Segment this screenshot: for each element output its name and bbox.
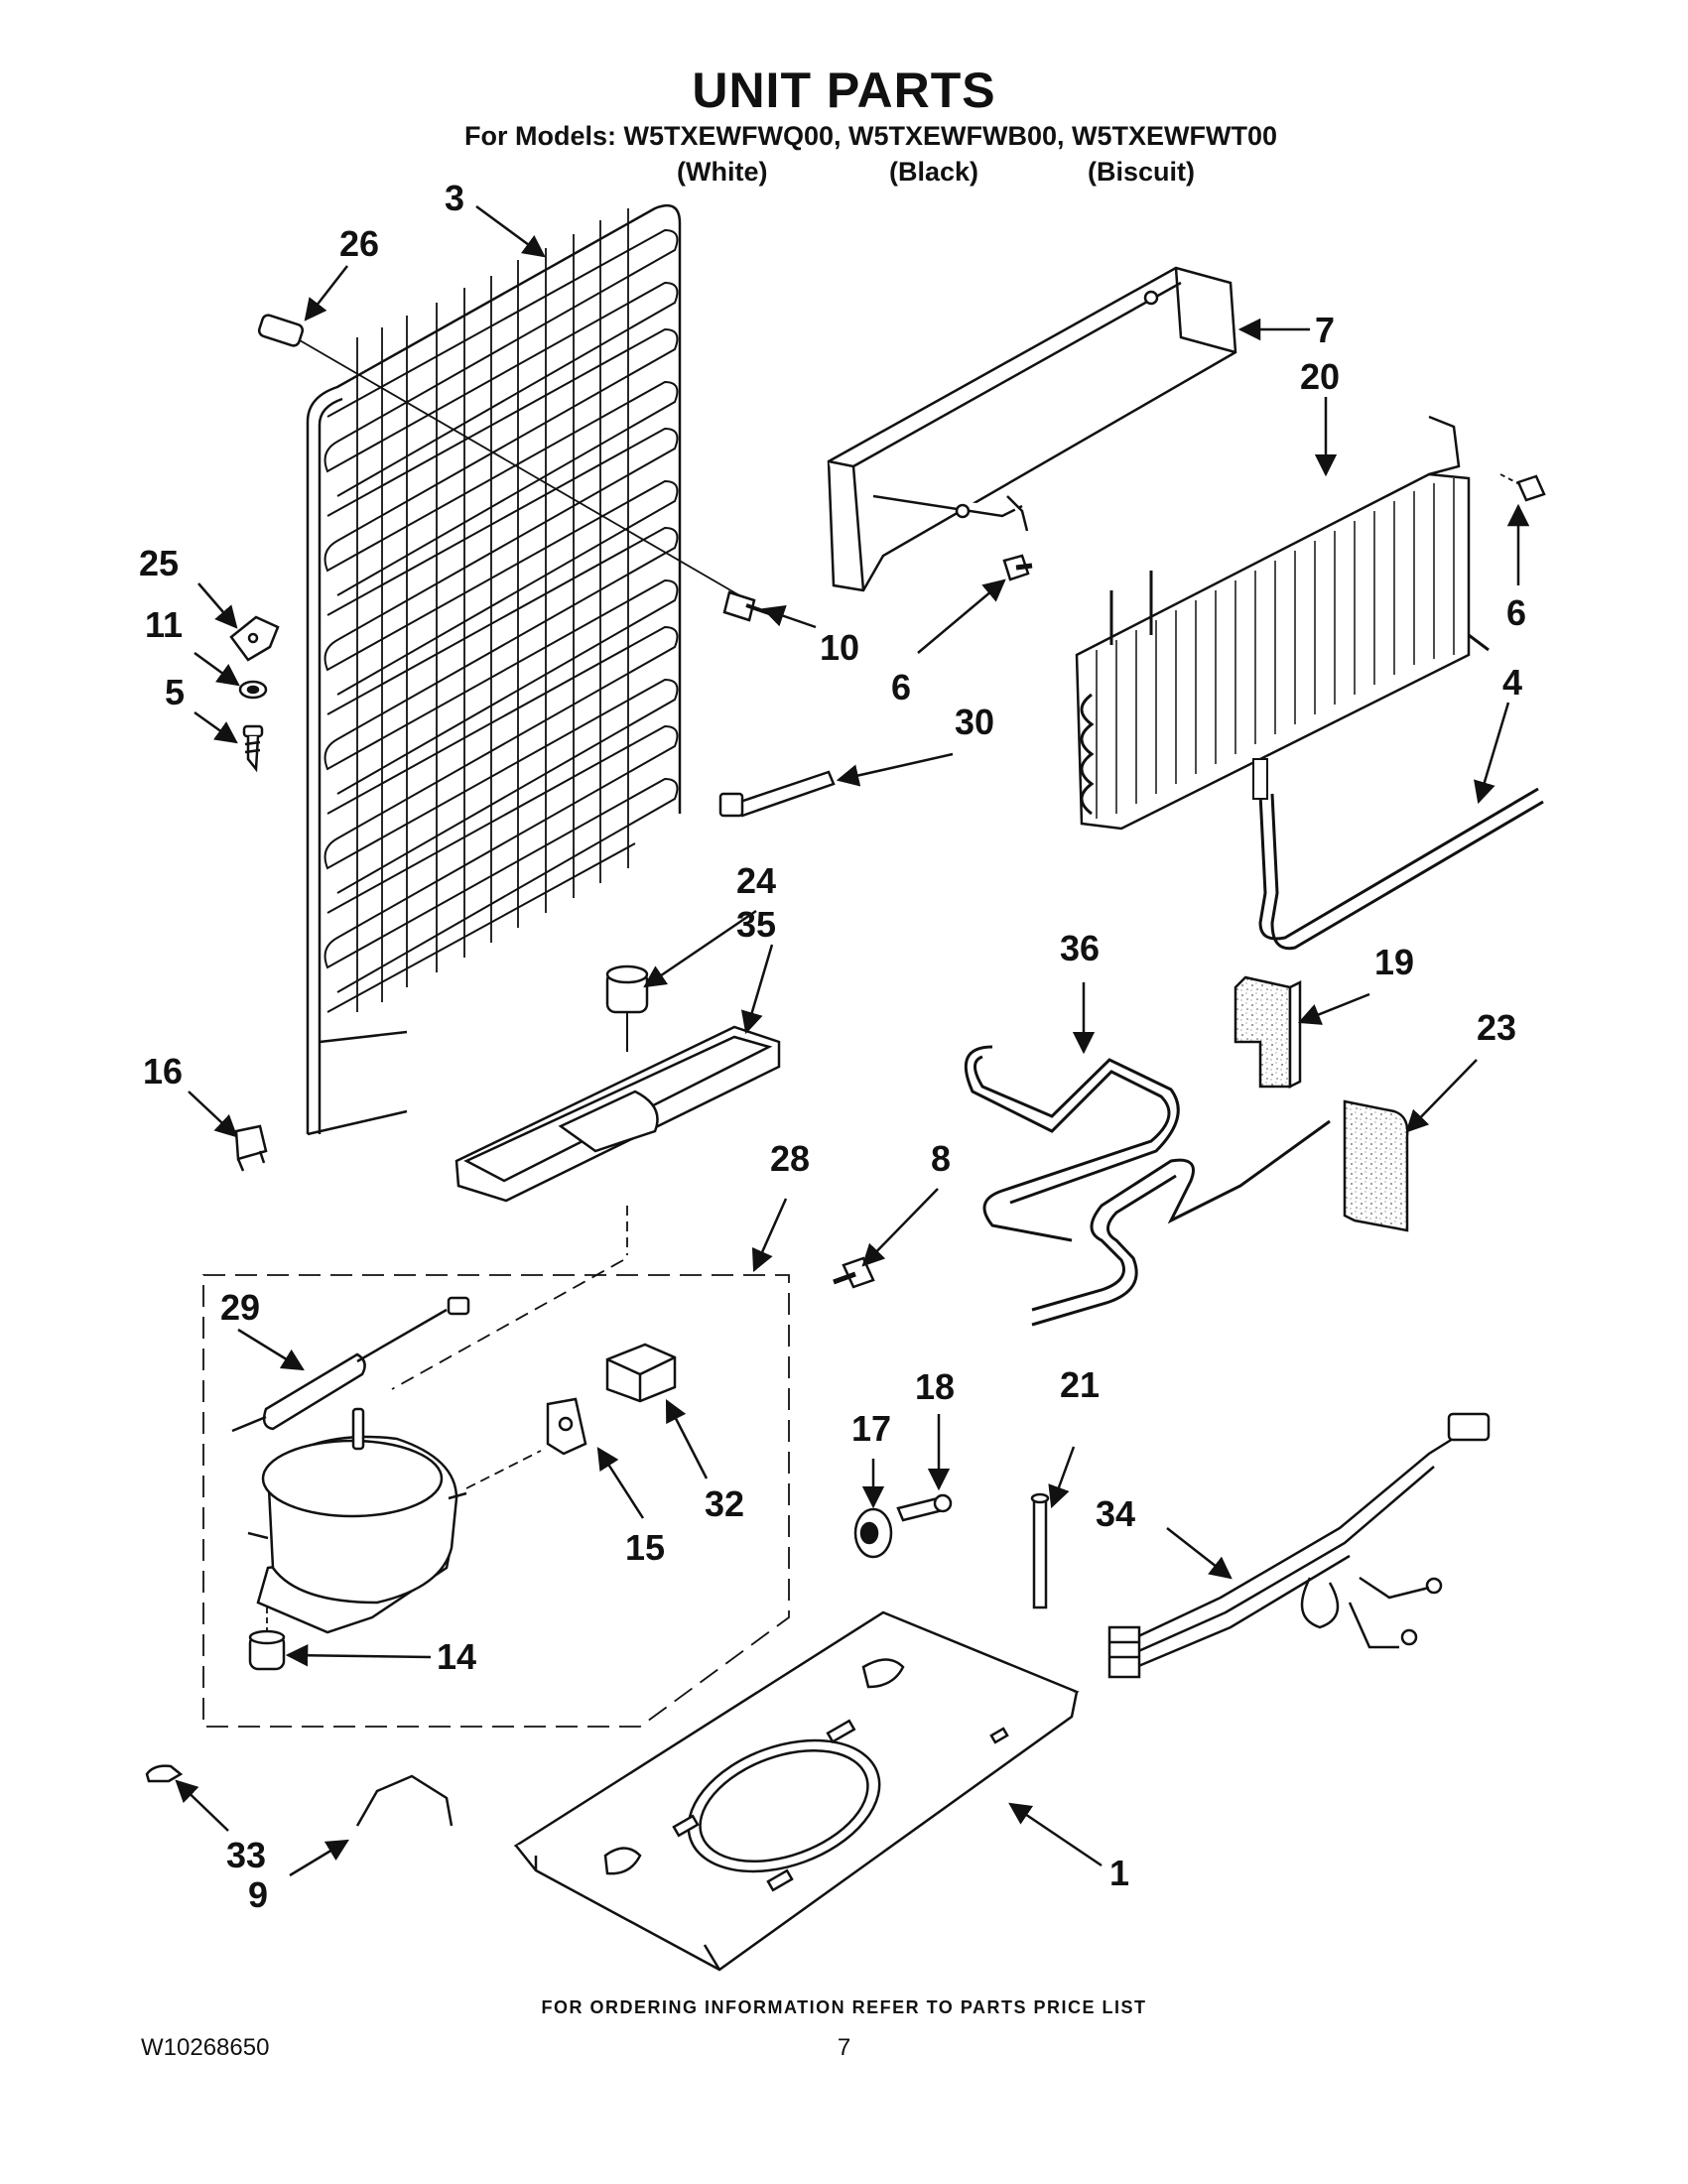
callout-30: 30 (955, 702, 994, 742)
base-pan-1 (513, 1610, 1080, 1972)
page-number: 7 (837, 2034, 851, 2061)
models-line: For Models: W5TXEWFWQ00, W5TXEWFWB00, W5… (464, 121, 1278, 151)
roller-17 (853, 1507, 893, 1559)
tubing-36 (964, 1045, 1331, 1327)
compressor-kit-boundary-28 (202, 1274, 790, 1728)
callout-6-left: 6 (891, 667, 911, 707)
foam-pad-23 (1343, 1099, 1409, 1232)
screw-5 (242, 724, 264, 773)
bracket-25 (229, 615, 280, 662)
callout-5: 5 (165, 672, 185, 712)
wire-harness-34 (1107, 1412, 1491, 1679)
drain-pan-35 (454, 1025, 781, 1203)
leader-lines (175, 204, 1530, 1877)
callout-labels: 3 26 7 20 6 6 10 4 25 11 5 30 24 35 36 1… (139, 178, 1526, 1915)
callout-21: 21 (1060, 1364, 1100, 1405)
clip-16 (234, 1124, 268, 1172)
washer-11 (238, 680, 268, 700)
callout-17: 17 (851, 1408, 891, 1449)
callout-9: 9 (248, 1874, 268, 1915)
color-label-white: (White) (677, 157, 768, 187)
callout-1: 1 (1109, 1853, 1129, 1893)
callout-32: 32 (705, 1483, 744, 1524)
callout-16: 16 (143, 1051, 183, 1092)
evaporator-cover-7 (827, 266, 1237, 592)
color-label-biscuit: (Biscuit) (1088, 157, 1195, 187)
callout-34: 34 (1096, 1493, 1135, 1534)
callout-36: 36 (1060, 928, 1100, 968)
callout-23: 23 (1477, 1007, 1516, 1048)
clip-33 (145, 1764, 184, 1783)
tube-9 (355, 1774, 454, 1827)
callout-28: 28 (770, 1138, 810, 1179)
callout-35: 35 (736, 904, 776, 945)
color-label-black: (Black) (889, 157, 979, 187)
screw-6-left (1002, 554, 1033, 581)
callout-33: 33 (226, 1835, 266, 1875)
pin-21 (1030, 1492, 1050, 1609)
grommet-14 (248, 1607, 286, 1671)
nut-24 (605, 964, 649, 1052)
callout-11: 11 (145, 604, 183, 645)
callout-8: 8 (931, 1138, 951, 1179)
callout-18: 18 (915, 1366, 955, 1407)
callout-19: 19 (1374, 942, 1414, 982)
screw-26 (257, 314, 740, 596)
callout-4: 4 (1502, 662, 1522, 703)
page-title: UNIT PARTS (692, 63, 996, 118)
callout-15: 15 (625, 1527, 665, 1568)
relay-15 (546, 1397, 587, 1456)
compressor (247, 1407, 542, 1634)
defrost-heater-4 (1252, 758, 1544, 951)
callout-26: 26 (339, 223, 379, 264)
foam-pad-19 (1234, 975, 1302, 1090)
document-number: W10268650 (141, 2034, 270, 2061)
callout-14: 14 (437, 1636, 476, 1677)
overload-32 (605, 1343, 677, 1403)
callout-10: 10 (820, 627, 859, 668)
drier-29 (231, 1296, 470, 1433)
callout-25: 25 (139, 543, 179, 583)
screw-18 (896, 1493, 953, 1522)
callout-3: 3 (445, 178, 464, 218)
callout-7: 7 (1315, 310, 1335, 350)
condenser-coil (306, 203, 682, 1136)
cable-tie-30 (718, 770, 836, 818)
ordering-note: FOR ORDERING INFORMATION REFER TO PARTS … (541, 1997, 1147, 2017)
callout-6-right: 6 (1506, 592, 1526, 633)
evaporator-20 (1075, 415, 1490, 831)
screw-6-right (1499, 473, 1546, 502)
callout-24: 24 (736, 860, 776, 901)
callout-20: 20 (1300, 356, 1340, 397)
callout-29: 29 (220, 1287, 260, 1328)
screw-10 (722, 590, 770, 622)
dashed-link-kit (391, 1259, 624, 1390)
